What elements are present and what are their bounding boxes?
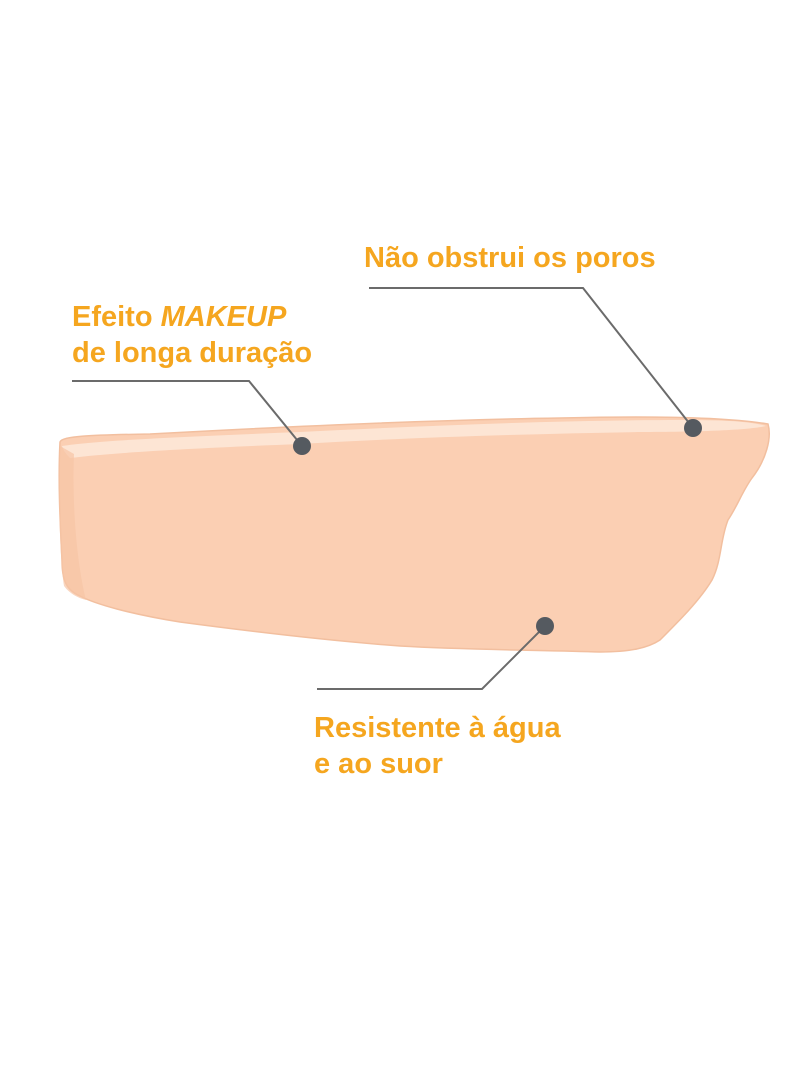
marker-dot-water [536, 617, 554, 635]
foundation-swatch-icon [58, 416, 770, 653]
marker-dot-pores [684, 419, 702, 437]
callout-water: Resistente à água e ao suor [314, 710, 561, 782]
callout-water-line1: Resistente à água [314, 712, 561, 744]
callout-makeup-line2: de longa duração [72, 337, 313, 369]
callout-pores: Não obstrui os poros [364, 240, 656, 276]
callout-makeup: Efeito MAKEUP de longa duração [72, 299, 312, 371]
marker-dot-makeup [293, 437, 311, 455]
leader-line-water [317, 625, 546, 690]
leader-line-pores [369, 287, 694, 429]
callout-pores-text: Não obstrui os poros [364, 242, 656, 274]
callout-water-line2: e ao suor [314, 748, 443, 780]
swatch-body [58, 416, 770, 653]
swatch-left-edge [59, 446, 86, 600]
callout-makeup-emphasis: MAKEUP [160, 301, 287, 333]
marker-dots [293, 419, 702, 635]
leader-line-makeup [72, 380, 303, 447]
leader-lines [72, 287, 694, 690]
swatch-top-highlight [62, 420, 766, 458]
callout-makeup-prefix: Efeito [72, 301, 161, 333]
